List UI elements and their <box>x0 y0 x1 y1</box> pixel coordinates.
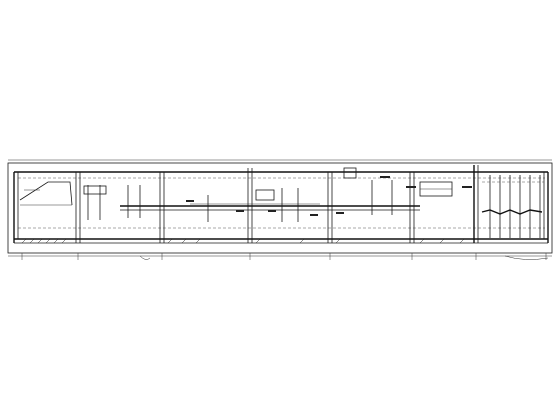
ground-curve <box>139 255 151 260</box>
level-tag <box>406 186 416 188</box>
level-tag <box>336 212 344 214</box>
outfall-curve <box>504 255 549 260</box>
level-tag <box>186 200 194 202</box>
drawing-outer-frame <box>7 162 553 254</box>
level-tag <box>268 210 276 212</box>
equipment-box <box>83 185 107 195</box>
right-chamber-pipe <box>481 209 543 215</box>
level-tag <box>236 210 244 212</box>
level-tag <box>462 186 472 188</box>
inlet-slope <box>19 181 73 206</box>
grid-ticks <box>21 253 547 260</box>
level-tag <box>380 176 390 178</box>
level-tag <box>310 214 318 216</box>
base-hatching <box>21 238 465 244</box>
equipment-box <box>343 167 357 179</box>
equipment-box <box>255 189 275 201</box>
